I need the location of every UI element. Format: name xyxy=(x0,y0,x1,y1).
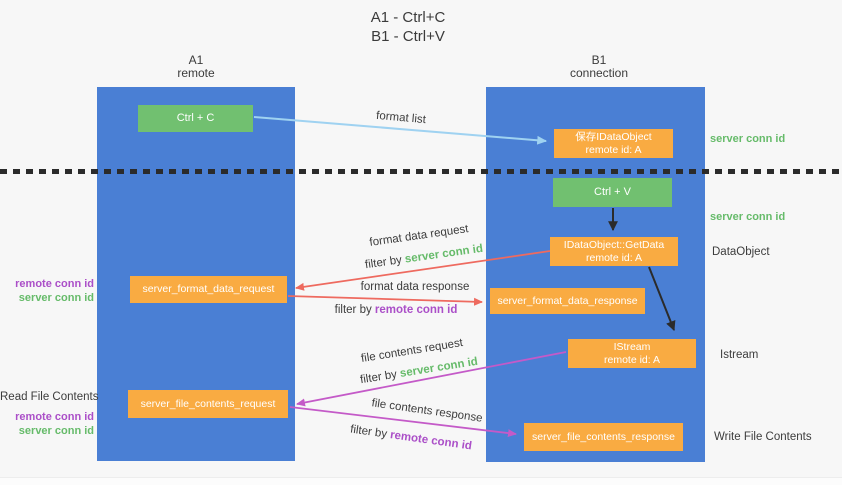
server-conn-id-text: server conn id xyxy=(404,242,484,266)
column-header-a1: A1 remote xyxy=(177,54,214,80)
label-filter-by-remote-conn-id-1: filter by remote conn id xyxy=(335,304,458,316)
filter-by-text: filter by xyxy=(359,368,401,387)
node-ctrl-c: Ctrl + C xyxy=(138,105,253,132)
dataobject-label: DataObject xyxy=(712,246,770,258)
node-ctrl-v-label: Ctrl + V xyxy=(594,186,631,198)
label-filter-by-remote-conn-id-2: filter by remote conn id xyxy=(349,424,472,453)
diagram-title: A1 - Ctrl+C B1 - Ctrl+V xyxy=(371,8,446,46)
node-server-file-contents-response-label: server_file_contents_response xyxy=(531,430,675,443)
column-a1-name: A1 xyxy=(188,53,204,67)
node-istream-line2: remote id: A xyxy=(603,353,661,366)
node-server-format-data-response: server_format_data_response xyxy=(490,288,645,314)
node-server-format-data-request-label: server_format_data_request xyxy=(142,283,275,295)
column-b1-subtitle: connection xyxy=(569,66,629,80)
node-idataobject-getdata: IDataObject::GetData remote id: A xyxy=(550,237,678,266)
remote-conn-id-text: remote conn id xyxy=(389,429,473,453)
label-format-list: format list xyxy=(375,109,427,127)
remote-conn-id-text: remote conn id xyxy=(374,304,458,316)
server-conn-id-label: server conn id xyxy=(18,291,94,304)
title-line-1: A1 - Ctrl+C xyxy=(370,9,446,26)
server-conn-id-text: server conn id xyxy=(399,355,479,380)
node-ctrl-c-label: Ctrl + C xyxy=(176,112,215,124)
node-save-idataobject: 保存IDataObject remote id: A xyxy=(554,129,673,158)
left-conn-id-labels-2: remote conn id server conn id xyxy=(0,411,94,438)
label-format-data-request: format data request xyxy=(368,223,470,249)
column-a1-subtitle: remote xyxy=(177,66,215,80)
server-conn-id-label-right-1: server conn id xyxy=(710,133,786,145)
filter-by-text: filter by xyxy=(349,423,391,442)
istream-label: Istream xyxy=(720,349,759,361)
server-conn-id-label: server conn id xyxy=(18,424,94,437)
title-line-2: B1 - Ctrl+V xyxy=(371,28,445,45)
label-file-contents-response: file contents response xyxy=(370,397,484,425)
node-getdata-line2: remote id: A xyxy=(585,251,643,264)
filter-by-text: filter by xyxy=(364,253,406,272)
filter-by-text: filter by xyxy=(334,304,375,316)
node-server-file-contents-request-label: server_file_contents_request xyxy=(140,397,276,410)
bottom-edge-strip xyxy=(0,477,842,485)
node-server-format-data-request: server_format_data_request xyxy=(130,276,287,303)
node-istream: IStream remote id: A xyxy=(568,339,696,368)
node-save-idataobject-line1: 保存IDataObject xyxy=(575,130,652,143)
column-header-b1: B1 connection xyxy=(570,54,628,80)
left-conn-id-labels-1: remote conn id server conn id xyxy=(0,278,94,305)
remote-conn-id-label: remote conn id xyxy=(15,278,94,290)
node-server-file-contents-response: server_file_contents_response xyxy=(524,423,683,451)
node-ctrl-v: Ctrl + V xyxy=(553,178,672,207)
format-data-response-arrow xyxy=(287,295,483,306)
node-getdata-line1: IDataObject::GetData xyxy=(563,238,665,251)
remote-conn-id-label: remote conn id xyxy=(15,411,94,423)
read-file-contents-label: Read File Contents xyxy=(0,391,99,403)
dashed-divider-line xyxy=(0,169,842,174)
server-conn-id-label-right-2: server conn id xyxy=(710,211,786,223)
column-b1-name: B1 xyxy=(591,53,607,67)
node-save-idataobject-line2: remote id: A xyxy=(585,143,642,156)
node-istream-line1: IStream xyxy=(613,340,651,353)
node-server-format-data-response-label: server_format_data_response xyxy=(497,294,638,307)
write-file-contents-label: Write File Contents xyxy=(714,431,812,443)
node-server-file-contents-request: server_file_contents_request xyxy=(128,390,288,418)
label-format-data-response: format data response xyxy=(360,281,470,293)
